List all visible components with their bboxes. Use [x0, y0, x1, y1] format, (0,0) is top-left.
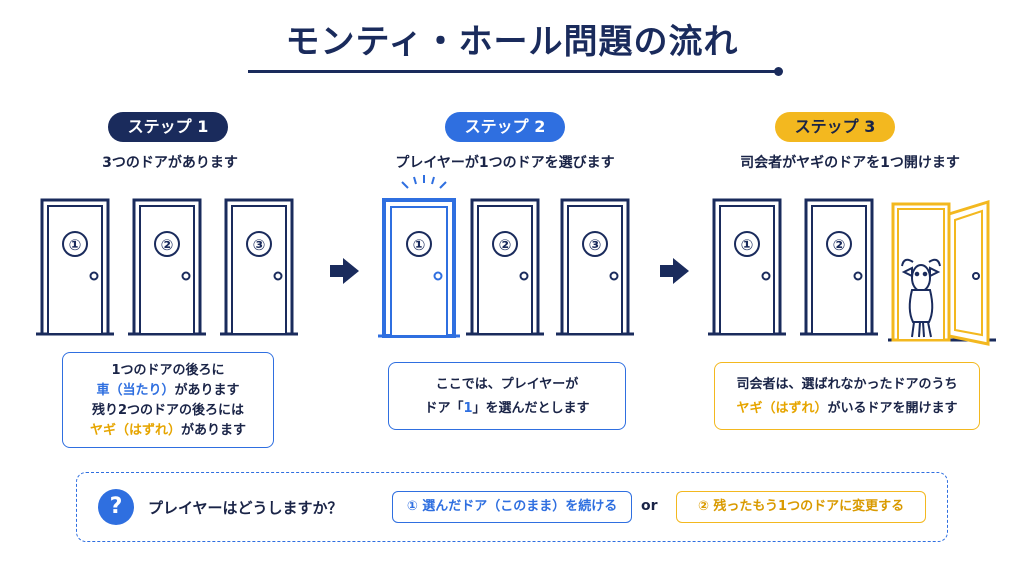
info-text: 司会者は、選ばれなかったドアのうち: [736, 377, 958, 392]
step-1-door-1: ①: [36, 198, 114, 336]
question-icon: ?: [98, 489, 134, 525]
info-text: ヤギ（はずれ）: [736, 401, 828, 416]
info-line: ヤギ（はずれ）があります: [63, 421, 273, 441]
info-line: 1つのドアの後ろに: [63, 361, 273, 381]
info-line: 司会者は、選ばれなかったドアのうち: [715, 373, 979, 397]
step-2-door-3: ③: [556, 198, 634, 336]
title-underline-dot: [774, 67, 783, 76]
door-number: ①: [413, 236, 426, 254]
step-1-door-2: ②: [128, 198, 206, 336]
info-text: 1: [463, 401, 473, 416]
door-number: ①: [741, 236, 754, 254]
step-1-caption: 3つのドアがあります: [102, 155, 238, 171]
info-text: ドア「: [424, 401, 464, 416]
step-1-pill: ステップ 1: [108, 112, 228, 142]
step-2-door-1-selected: ①: [378, 198, 460, 338]
title-underline: [248, 70, 778, 73]
question-text: プレイヤーはどうしますか？: [148, 499, 343, 517]
info-text: 車（当たり）: [96, 383, 175, 398]
info-text: があります: [174, 383, 240, 398]
step-3-door-1: ①: [708, 198, 786, 336]
question-panel: [76, 472, 948, 542]
step-1-door-3: ③: [220, 198, 298, 336]
info-text: 」を選んだとします: [472, 401, 590, 416]
option-stay-button[interactable]: ① 選んだドア（このまま）を続ける: [392, 491, 632, 523]
info-text: がいるドアを開けます: [827, 401, 958, 416]
door-number: ③: [253, 236, 266, 254]
info-line: ヤギ（はずれ）がいるドアを開けます: [715, 397, 979, 421]
goat-icon: [901, 258, 941, 338]
door-number: ②: [833, 236, 846, 254]
page-title: モンティ・ホール問題の流れ: [285, 22, 739, 62]
or-label: or: [641, 498, 658, 514]
step-3-pill: ステップ 3: [775, 112, 895, 142]
option-switch-button[interactable]: ② 残ったもう1つのドアに変更する: [676, 491, 926, 523]
step-3-caption: 司会者がヤギのドアを1つ開けます: [740, 155, 960, 171]
info-line: 残り2つのドアの後ろには: [63, 401, 273, 421]
highlight-sparkle-icon: [401, 175, 447, 189]
door-number: ②: [499, 236, 512, 254]
info-text: ここでは、プレイヤーが: [435, 377, 579, 392]
step-1-info-box: 1つのドアの後ろに車（当たり）があります残り2つのドアの後ろにはヤギ（はずれ）が…: [62, 352, 274, 448]
door-number: ①: [69, 236, 82, 254]
info-text: があります: [181, 423, 247, 438]
info-line: 車（当たり）があります: [63, 381, 273, 401]
info-line: ここでは、プレイヤーが: [389, 373, 625, 397]
step-2-info-box: ここでは、プレイヤーがドア「1」を選んだとします: [388, 362, 626, 430]
door-number: ③: [589, 236, 602, 254]
step-2-door-2: ②: [466, 198, 544, 336]
door-number: ②: [161, 236, 174, 254]
step-2-pill: ステップ 2: [445, 112, 565, 142]
step-3-door-2: ②: [800, 198, 878, 336]
info-text: 1つのドアの後ろに: [111, 363, 225, 378]
step-3-info-box: 司会者は、選ばれなかったドアのうちヤギ（はずれ）がいるドアを開けます: [714, 362, 980, 430]
step-2-caption: プレイヤーが1つのドアを選びます: [395, 155, 615, 171]
info-text: 残り2つのドアの後ろには: [91, 403, 245, 418]
info-line: ドア「1」を選んだとします: [389, 397, 625, 421]
info-text: ヤギ（はずれ）: [89, 423, 181, 438]
